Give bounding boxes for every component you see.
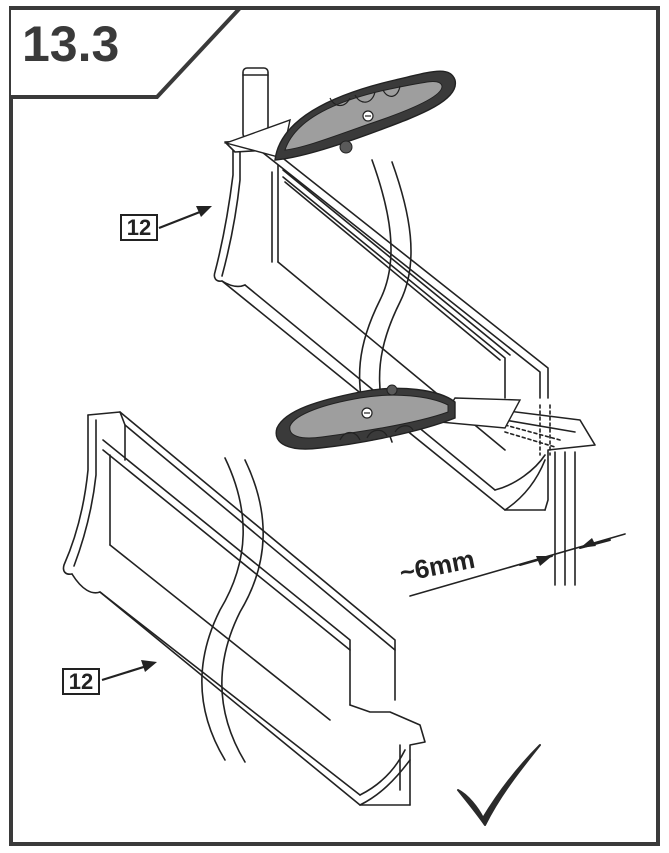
arrow-icon [536,556,552,566]
part-label-lower: 12 [62,668,100,695]
step-frame [9,6,660,846]
utility-knife-icon [223,70,456,161]
lower-gutter [62,411,426,806]
step-number-tab [11,6,245,99]
arrow-icon [101,206,212,682]
arrow-icon [580,538,596,548]
utility-knife-icon [275,384,522,450]
part-label-upper: 12 [120,214,158,241]
checkmark-icon [457,744,541,826]
step-number: 13.3 [22,16,120,72]
